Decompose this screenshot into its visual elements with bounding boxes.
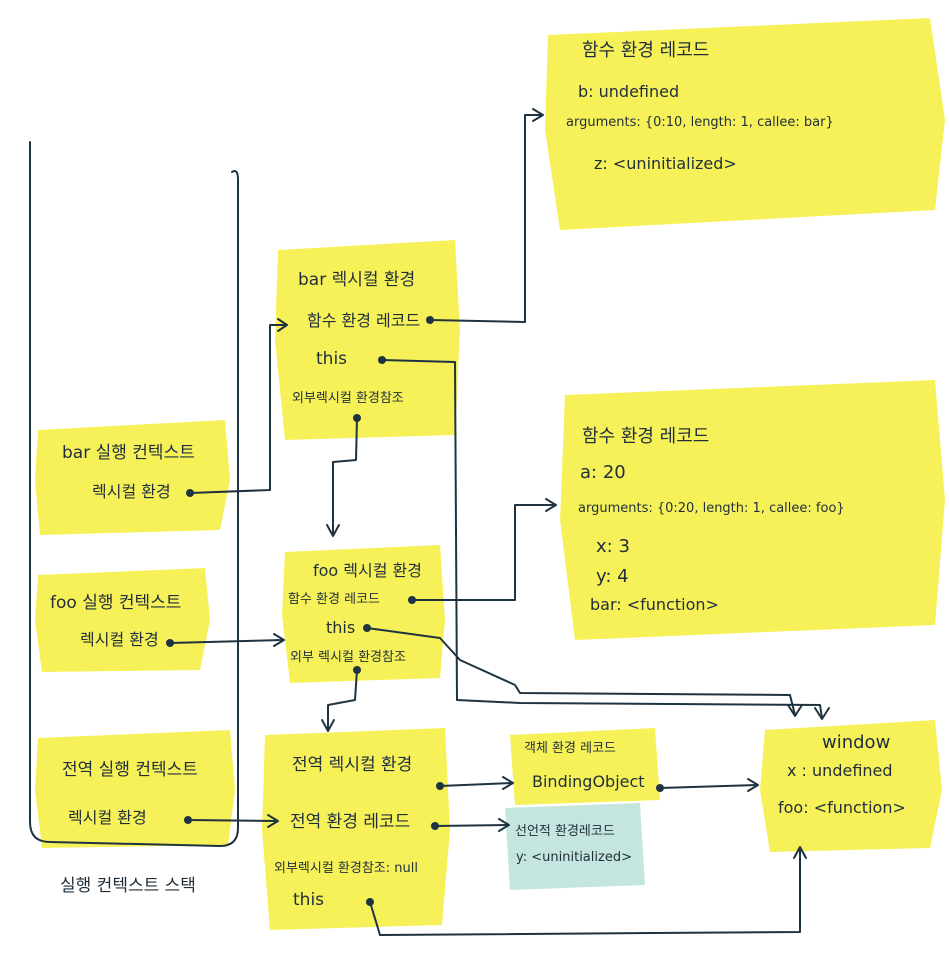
- window-x: x : undefined: [787, 761, 893, 780]
- global-this-to-window: [369, 847, 801, 936]
- foo-rec-a: a: 20: [580, 462, 626, 483]
- foo-lex-this: this: [326, 618, 356, 637]
- global-ctx-title: 전역 실행 컨텍스트: [62, 760, 198, 780]
- bar-outer-connector: [332, 417, 358, 536]
- bar-ctx-title: bar 실행 컨텍스트: [62, 443, 195, 463]
- bar-rec-connector: [429, 114, 543, 323]
- bar-ctx-highlight: [35, 420, 230, 535]
- global-lex-title: 전역 렉시컬 환경: [292, 755, 413, 775]
- global-ctx-highlight: [35, 730, 235, 848]
- bar-ctx-to-bar-lex: [189, 324, 287, 494]
- foo-rec-title: 함수 환경 레코드: [582, 426, 710, 447]
- stack-caption: 실행 컨텍스트 스택: [60, 876, 196, 896]
- obj-rec-highlight: [510, 728, 660, 805]
- decl-rec-y: y: <uninitialized>: [516, 850, 632, 865]
- obj-rec-binding: BindingObject: [532, 772, 645, 791]
- bar-rec-z: z: <uninitialized>: [594, 154, 737, 173]
- bar-lex-outer: 외부렉시컬 환경참조: [292, 391, 404, 406]
- bar-this-connector: [381, 359, 823, 719]
- foo-rec-bar: bar: <function>: [590, 595, 719, 614]
- obj-rec-title: 객체 환경 레코드: [524, 741, 616, 756]
- foo-lex-outer: 외부 렉시컬 환경참조: [290, 650, 406, 665]
- bar-ctx-lex: 렉시컬 환경: [92, 482, 171, 501]
- connectors: [169, 108, 830, 936]
- global-lex-highlight: [262, 728, 450, 930]
- global-ctx-lex: 렉시컬 환경: [68, 808, 147, 827]
- bar-lex-rec: 함수 환경 레코드: [307, 311, 421, 330]
- global-lex-rec: 전역 환경 레코드: [290, 812, 411, 832]
- binding-to-window: [659, 784, 758, 789]
- bar-rec-title: 함수 환경 레코드: [582, 40, 710, 61]
- obj-rec-connector: [439, 782, 513, 787]
- window-foo: foo: <function>: [778, 798, 906, 817]
- foo-ctx-lex: 렉시컬 환경: [80, 630, 159, 649]
- foo-outer-connector: [327, 669, 358, 731]
- foo-rec-connector: [411, 504, 556, 601]
- decl-rec-title: 선언적 환경레코드: [515, 824, 615, 839]
- bar-lex-title: bar 렉시컬 환경: [298, 270, 416, 290]
- global-lex-this: this: [293, 890, 325, 910]
- foo-this-connector: [366, 627, 796, 716]
- foo-ctx-to-foo-lex: [169, 639, 284, 644]
- foo-rec-x: x: 3: [596, 536, 630, 557]
- foo-ctx-title: foo 실행 컨텍스트: [50, 593, 182, 613]
- bar-rec-b: b: undefined: [578, 82, 680, 101]
- foo-lex-highlight: [282, 545, 445, 683]
- global-lex-outer: 외부렉시컬 환경참조: null: [274, 861, 418, 876]
- bar-lex-highlight: [275, 240, 460, 440]
- stack-outline: [29, 141, 239, 847]
- bar-lex-this: this: [316, 349, 348, 369]
- decl-rec-highlight: [505, 803, 645, 890]
- foo-ctx-highlight: [35, 568, 210, 672]
- window-highlight: [760, 720, 942, 852]
- foo-lex-rec: 함수 환경 레코드: [288, 592, 380, 607]
- foo-rec-y: y: 4: [596, 566, 629, 587]
- bar-rec-args: arguments: {0:10, length: 1, callee: bar…: [566, 115, 834, 130]
- decl-rec-connector: [434, 824, 509, 827]
- bar-record-highlight: [545, 18, 945, 230]
- foo-lex-title: foo 렉시컬 환경: [313, 561, 422, 580]
- highlights: [35, 18, 945, 930]
- foo-record-highlight: [560, 380, 945, 640]
- window-title: window: [822, 732, 891, 753]
- foo-rec-args: arguments: {0:20, length: 1, callee: foo…: [578, 501, 845, 516]
- global-ctx-to-global-lex: [187, 819, 278, 822]
- connector-dots: [166, 316, 664, 906]
